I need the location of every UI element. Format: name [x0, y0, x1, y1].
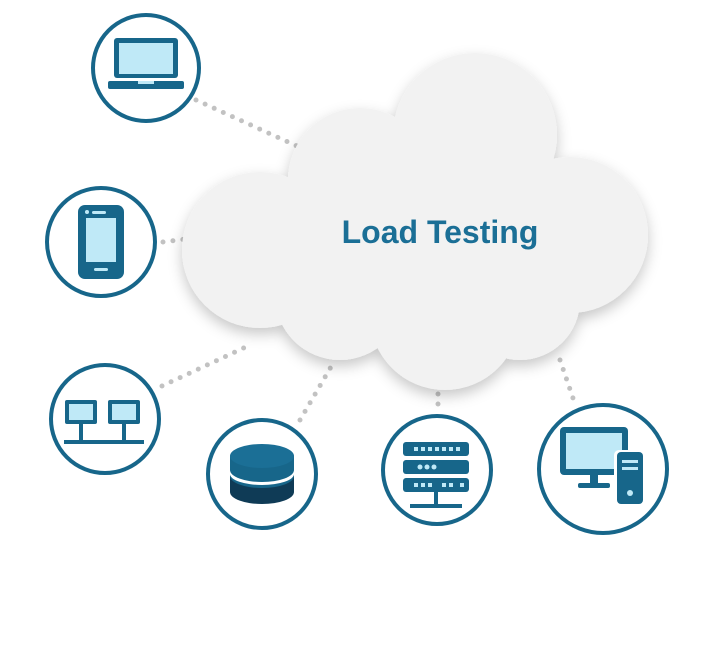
mobile-node [45, 186, 157, 298]
connector-laptop [193, 97, 348, 171]
database-node [206, 418, 318, 530]
desktop-computer-icon [560, 427, 644, 504]
network-computers-icon [64, 400, 144, 444]
connector-database [297, 357, 338, 423]
desktop-node [537, 403, 669, 535]
mobile-phone-icon [78, 205, 124, 279]
laptop-node [91, 13, 201, 123]
cloud [182, 53, 648, 390]
server-node [381, 414, 493, 526]
connector-network [159, 343, 251, 389]
cloud-label: Load Testing [342, 214, 539, 250]
database-icon [230, 444, 294, 504]
connector-desktop [557, 357, 578, 407]
connectors [159, 97, 578, 423]
laptop-icon [108, 38, 184, 89]
server-rack-icon [403, 442, 469, 508]
network-node [49, 363, 161, 475]
